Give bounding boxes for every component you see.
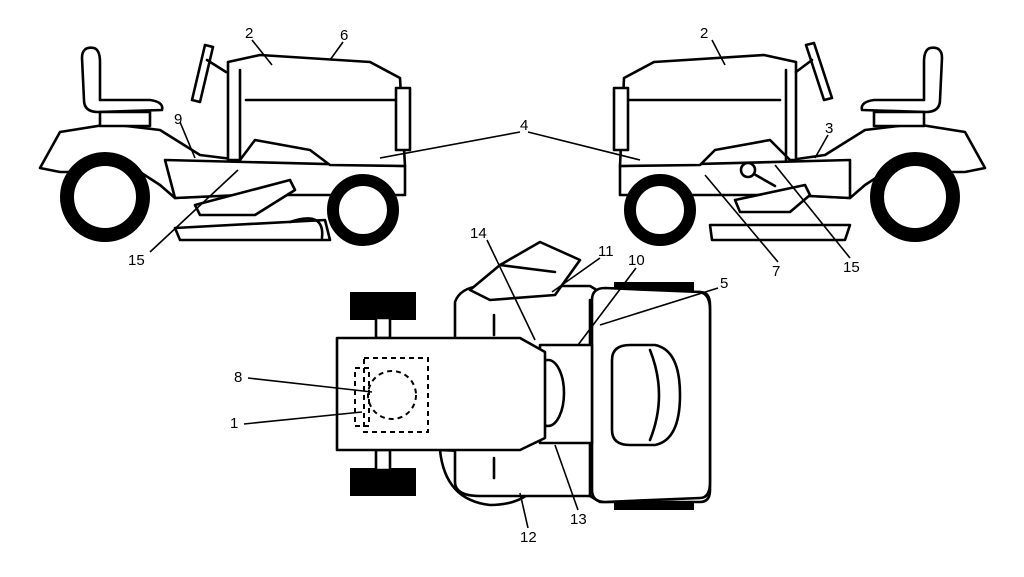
callout-top-5: 5 xyxy=(720,275,728,292)
right-seat xyxy=(860,46,944,114)
callout-right-7: 7 xyxy=(772,263,780,280)
callout-numbers: 2 6 9 15 4 2 3 7 15 14 11 10 5 8 1 12 13 xyxy=(128,25,860,546)
left-seat-base xyxy=(98,110,152,128)
callout-leader-lines xyxy=(149,39,851,529)
right-lever-stem xyxy=(752,172,777,188)
callout-right-15: 15 xyxy=(843,259,860,276)
right-front-wheel xyxy=(624,174,696,246)
callout-top-11: 11 xyxy=(598,243,614,260)
top-rear-wheel-lower xyxy=(350,468,416,496)
callout-top-13: 13 xyxy=(570,511,587,528)
tractor-right-side-view xyxy=(612,41,987,246)
right-seat-base xyxy=(872,110,926,128)
callout-left-2: 2 xyxy=(245,25,253,42)
tractor-top-view xyxy=(335,240,712,510)
left-deck-chute xyxy=(288,217,324,240)
callout-left-9: 9 xyxy=(174,111,182,128)
left-pedal-lever xyxy=(193,178,297,217)
top-rear-axle-lower xyxy=(374,448,392,472)
left-steering-column xyxy=(205,58,228,74)
callout-center-4: 4 xyxy=(520,117,528,134)
callout-left-6: 6 xyxy=(340,27,348,44)
left-rear-wheel xyxy=(60,152,150,242)
right-steering-column xyxy=(794,58,814,74)
callout-top-8: 8 xyxy=(234,369,242,386)
callout-top-1: 1 xyxy=(230,415,238,432)
top-grille-inner xyxy=(648,348,661,442)
left-grille xyxy=(394,86,412,152)
left-hood xyxy=(226,53,407,168)
right-grille xyxy=(612,86,630,152)
right-mower-deck xyxy=(708,223,852,242)
tractor-left-side-view xyxy=(38,43,412,246)
left-steering-wheel xyxy=(190,43,215,104)
callout-top-12: 12 xyxy=(520,529,537,546)
top-grille xyxy=(610,343,682,447)
top-seat-outline xyxy=(363,357,429,433)
right-steering-wheel xyxy=(804,41,834,102)
left-front-wheel xyxy=(327,174,399,246)
callout-top-14: 14 xyxy=(470,225,487,242)
callout-left-15: 15 xyxy=(128,252,145,269)
right-lever-knob xyxy=(739,161,757,179)
top-rear-axle-upper xyxy=(374,316,392,340)
callout-right-3: 3 xyxy=(825,120,833,137)
right-rear-wheel xyxy=(870,152,960,242)
top-rear-wheel-upper xyxy=(350,292,416,320)
left-seat xyxy=(80,46,164,114)
callout-right-2: 2 xyxy=(700,25,708,42)
top-rear-body xyxy=(335,336,547,452)
callout-top-10: 10 xyxy=(628,252,645,269)
top-chute-line xyxy=(498,263,557,274)
left-mower-deck xyxy=(173,218,332,242)
right-hood xyxy=(618,53,798,168)
